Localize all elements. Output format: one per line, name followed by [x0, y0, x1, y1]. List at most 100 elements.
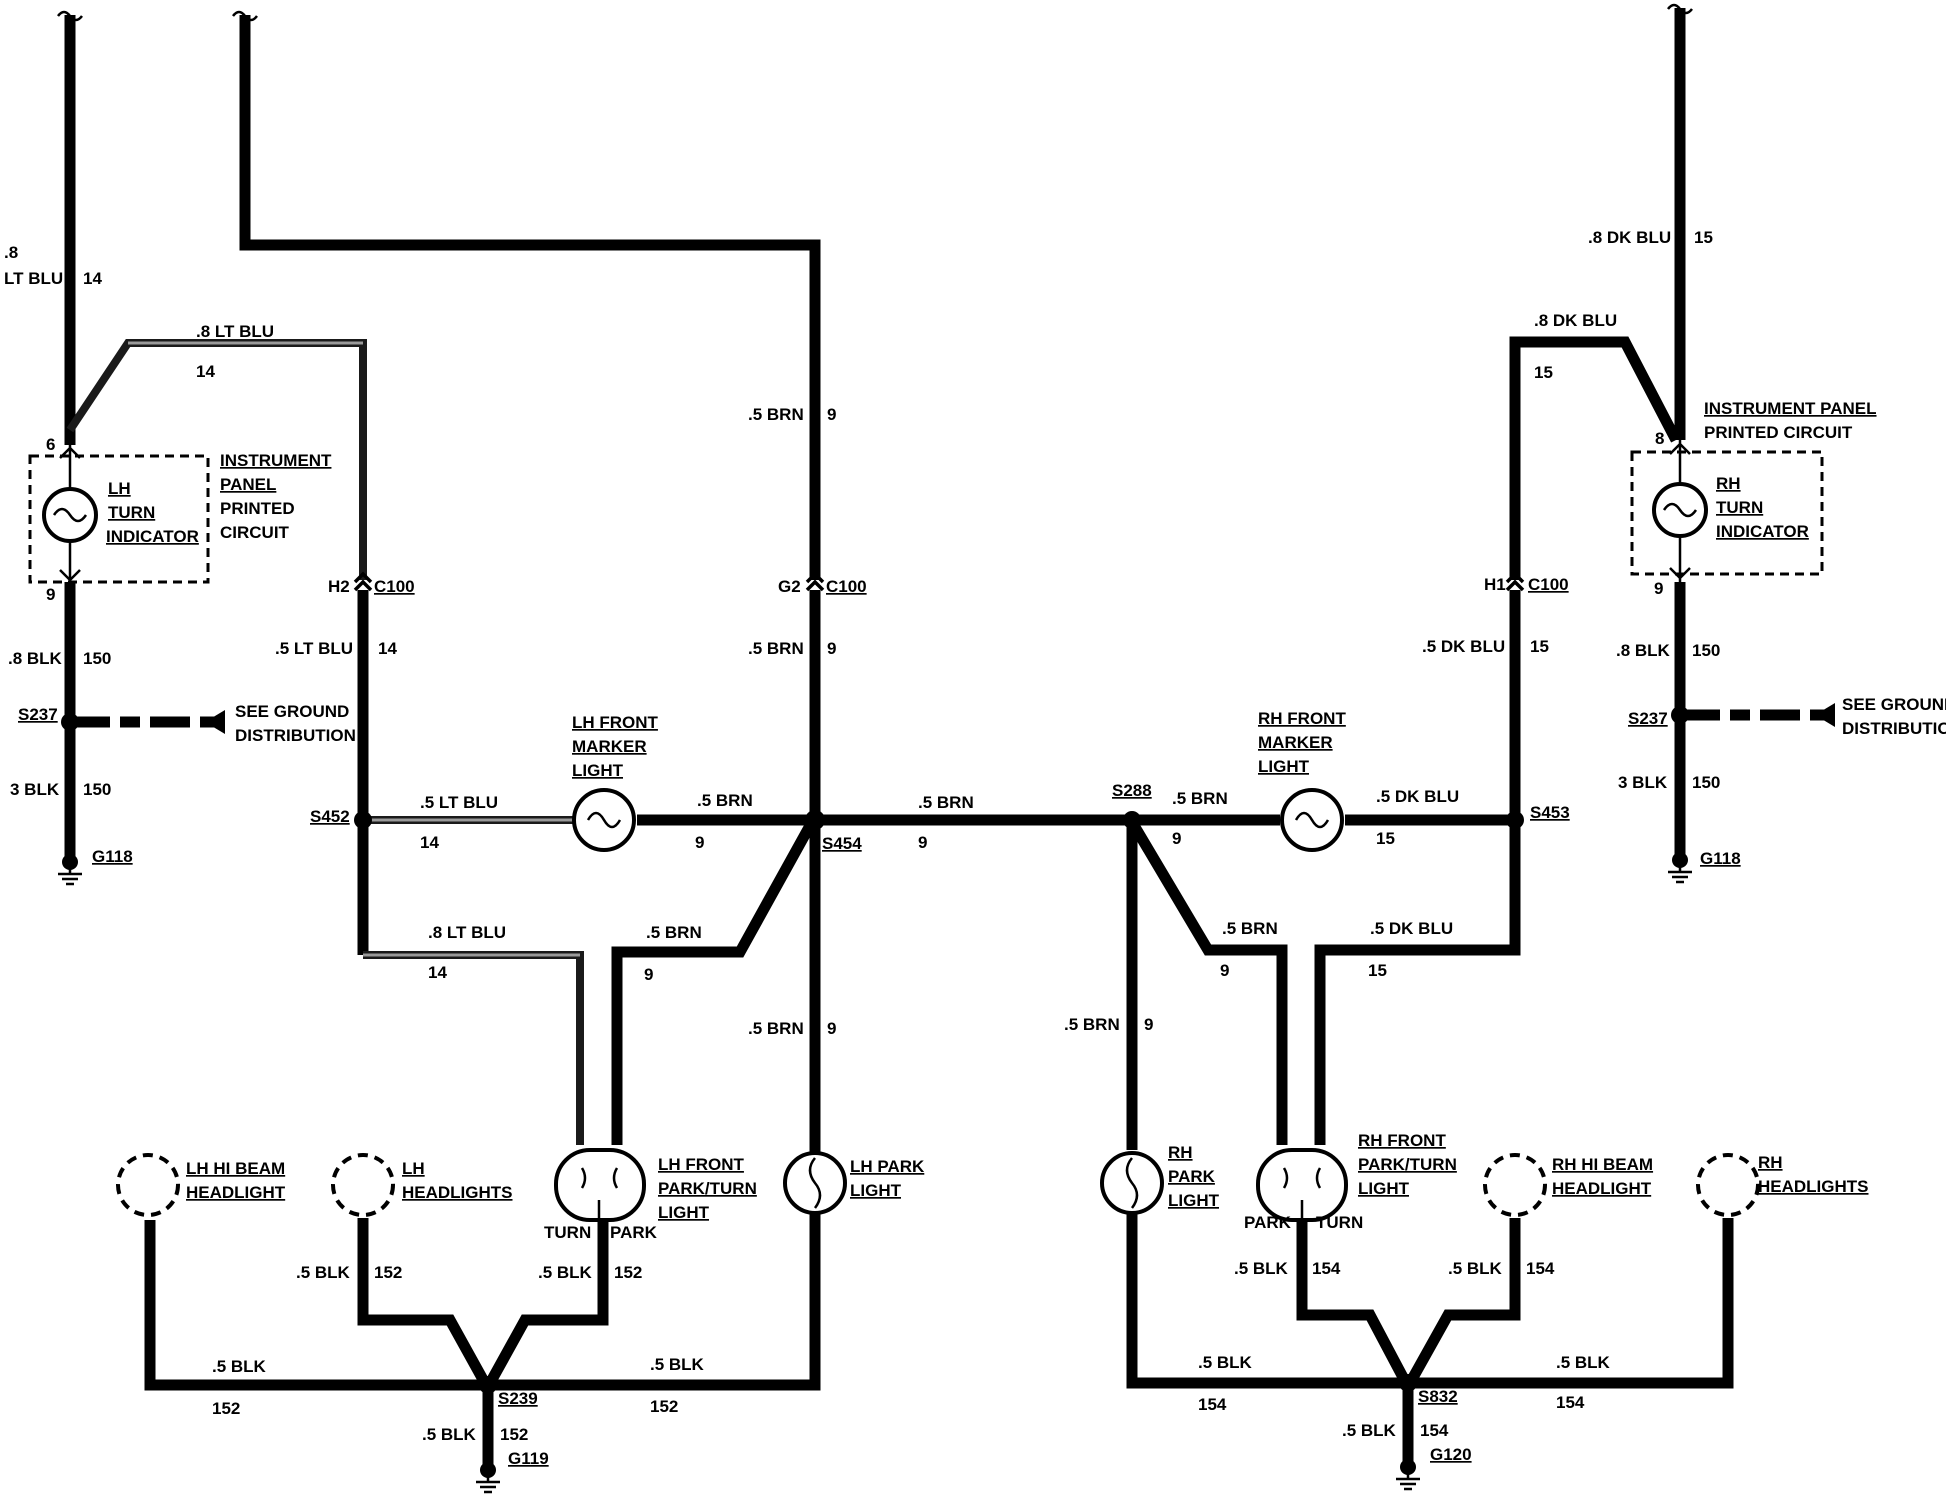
circuit-label: 154	[1556, 1393, 1585, 1412]
ip-circuit-label-line1: INSTRUMENT	[220, 451, 332, 470]
ground-symbol-g120	[1396, 1459, 1420, 1491]
wire-dk-blu-top	[1509, 336, 1681, 580]
ground-label-g119: G119	[508, 1449, 549, 1468]
rh-front-park-turn-lamp	[1256, 1148, 1348, 1222]
rh-hi-beam-lamp	[1483, 1153, 1547, 1217]
wire-label: .5 DK BLU	[1376, 787, 1459, 806]
circuit-label: 9	[644, 965, 653, 984]
wire-label: .5 BLK	[1448, 1259, 1503, 1278]
wire-label: .8 LT BLU	[428, 923, 506, 942]
circuit-label: 152	[500, 1425, 528, 1444]
lh-headlights-label-line1: LH	[402, 1159, 425, 1178]
circuit-label: 15	[1376, 829, 1395, 848]
wire-label: .8 DK BLU	[1534, 311, 1617, 330]
wire-lh-pt-gnd	[484, 1222, 609, 1388]
circuit-label: 15	[1368, 961, 1387, 980]
wire-brn-top-loop	[239, 15, 821, 580]
wire-lh-park-turn-left	[363, 951, 584, 1145]
circuit-label: 154	[1420, 1421, 1449, 1440]
see-ground-label-lh-line1: SEE GROUND	[235, 702, 349, 721]
lh-front-marker-label-line3: LIGHT	[572, 761, 624, 780]
wire-label: .5 BRN	[748, 405, 804, 424]
splice-dot-s452	[354, 811, 372, 829]
ground-symbol-g118-lh	[58, 854, 82, 886]
break-marks	[57, 3, 1693, 22]
circuit-label: 154	[1526, 1259, 1555, 1278]
circuit-label: 14	[83, 269, 102, 288]
circuit-label: 152	[212, 1399, 240, 1418]
circuit-label: 150	[83, 780, 111, 799]
circuit-label: 14	[378, 639, 397, 658]
rh-front-park-turn-label-line3: LIGHT	[1358, 1179, 1410, 1198]
wire-label: .5 BLK	[1198, 1353, 1253, 1372]
wire-label: .5 BRN	[646, 923, 702, 942]
see-ground-label-lh-line2: DISTRIBUTION	[235, 726, 356, 745]
wire-label: .5 BLK	[1234, 1259, 1289, 1278]
break-mark-brn	[232, 10, 258, 22]
lh-headlights-lamp	[331, 1153, 395, 1217]
wire-label: .5 BRN	[748, 1019, 804, 1038]
ground-label-g120: G120	[1430, 1445, 1472, 1464]
ground-symbol-g119	[476, 1462, 500, 1494]
wire-label: .5 BRN	[1064, 1015, 1120, 1034]
connector-label-c100-h1: C100	[1528, 575, 1569, 594]
wire-label: 3 BLK	[10, 780, 60, 799]
ground-label-g118-lh: G118	[92, 847, 133, 866]
splice-dot-s453	[1506, 811, 1524, 829]
rh-front-park-turn-label-line2: PARK/TURN	[1358, 1155, 1457, 1174]
connector-c100-h1	[1505, 571, 1525, 592]
lh-hi-beam-label-line2: HEADLIGHT	[186, 1183, 286, 1202]
lh-front-park-turn-lamp	[554, 1148, 646, 1222]
wire-label: .5 BRN	[1172, 789, 1228, 808]
circuit-label: 9	[827, 639, 836, 658]
circuit-label: 150	[83, 649, 111, 668]
lh-hi-beam-lamp	[116, 1153, 180, 1217]
ip-circuit-right-line1: INSTRUMENT PANEL	[1704, 399, 1877, 418]
circuit-label: 14	[196, 362, 215, 381]
lh-hi-beam-label-line1: LH HI BEAM	[186, 1159, 285, 1178]
circuit-label: 9	[827, 405, 836, 424]
lh-park-lamp	[783, 1151, 847, 1215]
lh-ground-arrow	[205, 710, 225, 734]
circuit-label: 9	[827, 1019, 836, 1038]
circuit-label: 154	[1312, 1259, 1341, 1278]
lh-front-marker-label-line2: MARKER	[572, 737, 647, 756]
splice-label-s454: S454	[822, 834, 862, 853]
break-mark-rh-turn	[1667, 3, 1693, 15]
wire-label: .8 LT BLU	[196, 322, 274, 341]
lh-headlights-label-line2: HEADLIGHTS	[402, 1183, 513, 1202]
ground-symbol-g118-rh	[1668, 852, 1692, 884]
rh-front-marker-label-line2: MARKER	[1258, 733, 1333, 752]
rh-park-label-line3: LIGHT	[1168, 1191, 1220, 1210]
splice-label-s237-rh: S237	[1628, 709, 1668, 728]
rh-ip-circuit-box	[1630, 450, 1824, 576]
splice-dot-s832	[1399, 1374, 1417, 1392]
circuit-label: 9	[1172, 829, 1181, 848]
rh-park-terminal-label: PARK	[1244, 1213, 1292, 1232]
rh-park-label-line2: PARK	[1168, 1167, 1216, 1186]
wire-label: .8 BLK	[1616, 641, 1671, 660]
pin-label: 9	[46, 585, 55, 604]
wire-label: .5 BLK	[212, 1357, 267, 1376]
rh-hi-beam-label-line1: RH HI BEAM	[1552, 1155, 1653, 1174]
lh-front-marker-lamp	[572, 788, 636, 852]
break-mark-lh-turn	[57, 10, 83, 22]
circuit-label: 15	[1530, 637, 1549, 656]
wire-label: .8 DK BLU	[1588, 228, 1671, 247]
circuit-label: 9	[695, 833, 704, 852]
lh-ip-circuit-box	[28, 454, 210, 584]
pin-label: 6	[46, 435, 55, 454]
splice-dot-s454	[805, 810, 825, 830]
circuit-label: 14	[420, 833, 439, 852]
connector-label-h2: H2	[328, 577, 350, 596]
rh-hi-beam-label-line2: HEADLIGHT	[1552, 1179, 1652, 1198]
wire-label: .5 BLK	[296, 1263, 351, 1282]
circuit-label: 150	[1692, 641, 1720, 660]
lh-park-label-line1: LH PARK	[850, 1157, 925, 1176]
lh-turn-indicator-label-line2: TURN	[108, 503, 155, 522]
wire-label: .5 BLK	[538, 1263, 593, 1282]
splice-label-s237-lh: S237	[18, 705, 58, 724]
splice-label-s239: S239	[498, 1389, 538, 1408]
rh-front-marker-label-line3: LIGHT	[1258, 757, 1310, 776]
wire-label: .5 BRN	[748, 639, 804, 658]
